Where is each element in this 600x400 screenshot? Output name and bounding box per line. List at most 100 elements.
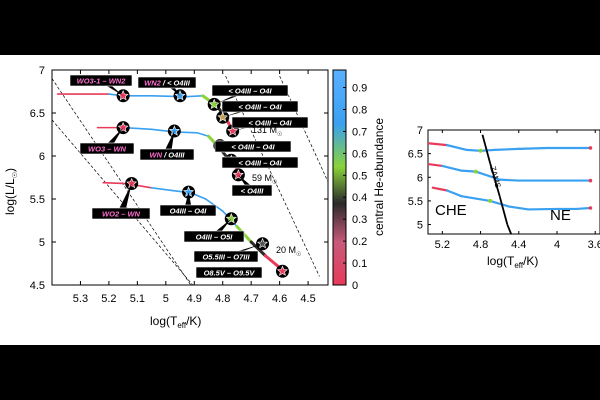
star-marker-4 xyxy=(227,125,239,136)
colorbar-tick-label-6: 0.6 xyxy=(352,148,367,160)
annotation-text-6-part2: / O4III xyxy=(162,151,185,160)
annotation-text-7: < O4III – O4I xyxy=(231,143,275,152)
annotation-text-12: O4III – O5I xyxy=(196,233,234,242)
main-xlabel-tail: /K) xyxy=(186,314,201,328)
track-1-seg-4 xyxy=(196,131,210,138)
colorbar-tick-label-4: 0.4 xyxy=(352,192,367,204)
main-ytick-label-2: 5.5 xyxy=(30,194,45,206)
inset-track-2-seg-0 xyxy=(431,186,449,192)
inset-track-1-seg-1 xyxy=(441,164,463,172)
dashed-line-0 xyxy=(52,78,192,285)
inset-track-2-seg-4 xyxy=(508,205,530,211)
annotation-box-14 xyxy=(195,266,263,279)
annotation-3: < O4III – O4I xyxy=(221,100,299,118)
main-plot-frame xyxy=(51,69,329,286)
main-xtick-label-8: 4.5 xyxy=(300,293,315,305)
annotation-box-2 xyxy=(211,84,289,97)
inset-track-0-seg-0 xyxy=(428,142,449,147)
annotation-text-6: WN / O4III xyxy=(149,151,185,160)
inset-hook-0 xyxy=(478,148,483,153)
main-ytick-label-1: 5 xyxy=(39,237,45,249)
annotation-text-8: < O4III – O4I xyxy=(238,159,282,168)
main-ytick-label-3: 6 xyxy=(39,151,45,163)
mass-label-0-sun-symbol: ☉ xyxy=(277,131,282,138)
zams-line-seg-0 xyxy=(481,134,491,164)
annotation-box-4 xyxy=(231,116,309,129)
annotation-box-0 xyxy=(69,74,133,87)
mass-label-0: 131 M☉ xyxy=(252,125,282,138)
track-2-seg-0 xyxy=(102,181,127,185)
colorbar-tick-label-3: 0.3 xyxy=(352,214,367,226)
main-xtick-label-7: 4.6 xyxy=(272,293,287,305)
annotation-text-14: O8.5V – O9.5V xyxy=(204,269,256,278)
inset-hook-1 xyxy=(473,169,478,174)
track-2-seg-2 xyxy=(150,187,173,192)
colorbar xyxy=(332,69,347,286)
annotation-7: < O4III – O4I xyxy=(214,140,292,153)
main-ytick-label-0: 4.5 xyxy=(30,280,45,292)
inset-ytick-label-3: 6.5 xyxy=(408,149,423,161)
zams-line-seg-3 xyxy=(506,224,512,234)
star-marker-9 xyxy=(232,169,244,180)
annotation-box-5 xyxy=(79,142,135,155)
main-xtick-label-4: 4.9 xyxy=(187,293,202,305)
annotation-text-2: < O4III – O4I xyxy=(228,87,272,96)
mass-label-2-value: 20 M xyxy=(276,245,296,255)
inset-xlabel: log(Teff/K) xyxy=(487,254,538,270)
annotation-text-11: O4III – O4I xyxy=(170,207,208,216)
inset-label-ne: NE xyxy=(550,207,571,224)
inset-xtick-label-3: 4 xyxy=(554,239,560,251)
inset-ytick-label-1: 5.5 xyxy=(408,196,423,208)
main-ylabel-head: log(L/L xyxy=(3,178,17,215)
star-marker-1 xyxy=(174,90,186,101)
annotation-text-10: WO2 – WN xyxy=(102,210,141,219)
inset-ytick-label-2: 6 xyxy=(417,172,423,184)
track-2-seg-8 xyxy=(249,240,267,258)
annotation-box-12 xyxy=(183,230,245,243)
star-marker-10 xyxy=(126,177,138,189)
annotation-box-13 xyxy=(193,250,259,263)
inset-track-1-seg-0 xyxy=(428,162,444,168)
annotation-box-7 xyxy=(214,140,292,153)
inset-track-1-seg-3 xyxy=(474,170,501,181)
inset-track-0-seg-5 xyxy=(517,146,549,151)
inset-track-2-seg-1 xyxy=(446,189,463,198)
inset-track-0-seg-2 xyxy=(465,148,482,152)
annotation-text-1: WN2 / < O4III xyxy=(144,79,191,88)
annotation-8: < O4III – O4I xyxy=(221,156,299,169)
inset-track-end-0 xyxy=(588,146,593,150)
main-xtick-label-2: 5.1 xyxy=(130,293,145,305)
main-xlabel: log(Teff/K) xyxy=(150,314,201,330)
main-ylabel-tail: ) xyxy=(3,168,17,172)
colorbar-tick-label-9: 0.9 xyxy=(352,83,367,95)
mass-label-1-sun-symbol: ☉ xyxy=(272,179,277,186)
annotation-text-13: O5.5III – O7III xyxy=(202,253,250,262)
main-xtick-label-6: 4.7 xyxy=(244,293,259,305)
inset-xtick-label-4: 3.6 xyxy=(588,239,600,251)
annotation-box-10 xyxy=(91,207,151,220)
star-marker-5 xyxy=(117,121,129,133)
annotation-pointer-13 xyxy=(222,243,263,256)
inset-ytick-label-0: 5 xyxy=(417,220,423,232)
annotation-14: O8.5V – O9.5V xyxy=(195,266,283,279)
annotation-text-1-part2: / < O4III xyxy=(161,79,191,88)
sun-symbol: ☉ xyxy=(11,172,19,178)
annotation-text-0: WO3-1 – WN2 xyxy=(77,77,127,86)
inset-label-che: CHE xyxy=(435,202,467,219)
annotation-4: < O4III – O4I xyxy=(231,116,309,132)
annotation-box-8 xyxy=(221,156,299,169)
inset-track-2-seg-3 xyxy=(489,199,511,208)
track-2-seg-9 xyxy=(263,254,279,267)
inset-track-0-seg-4 xyxy=(493,147,520,151)
star-marker-13 xyxy=(257,237,269,249)
colorbar-tick-label-2: 0.2 xyxy=(352,236,367,248)
annotation-text-1-part1: WN2 xyxy=(144,79,161,88)
main-xtick-label-1: 5.2 xyxy=(101,293,116,305)
colorbar-tick-label-1: 0.1 xyxy=(352,258,367,270)
annotation-pointer-6 xyxy=(163,131,175,154)
annotation-pointer-9 xyxy=(238,174,256,190)
annotation-box-6 xyxy=(139,148,195,161)
main-ylabel: log(L/L☉) xyxy=(3,168,19,215)
